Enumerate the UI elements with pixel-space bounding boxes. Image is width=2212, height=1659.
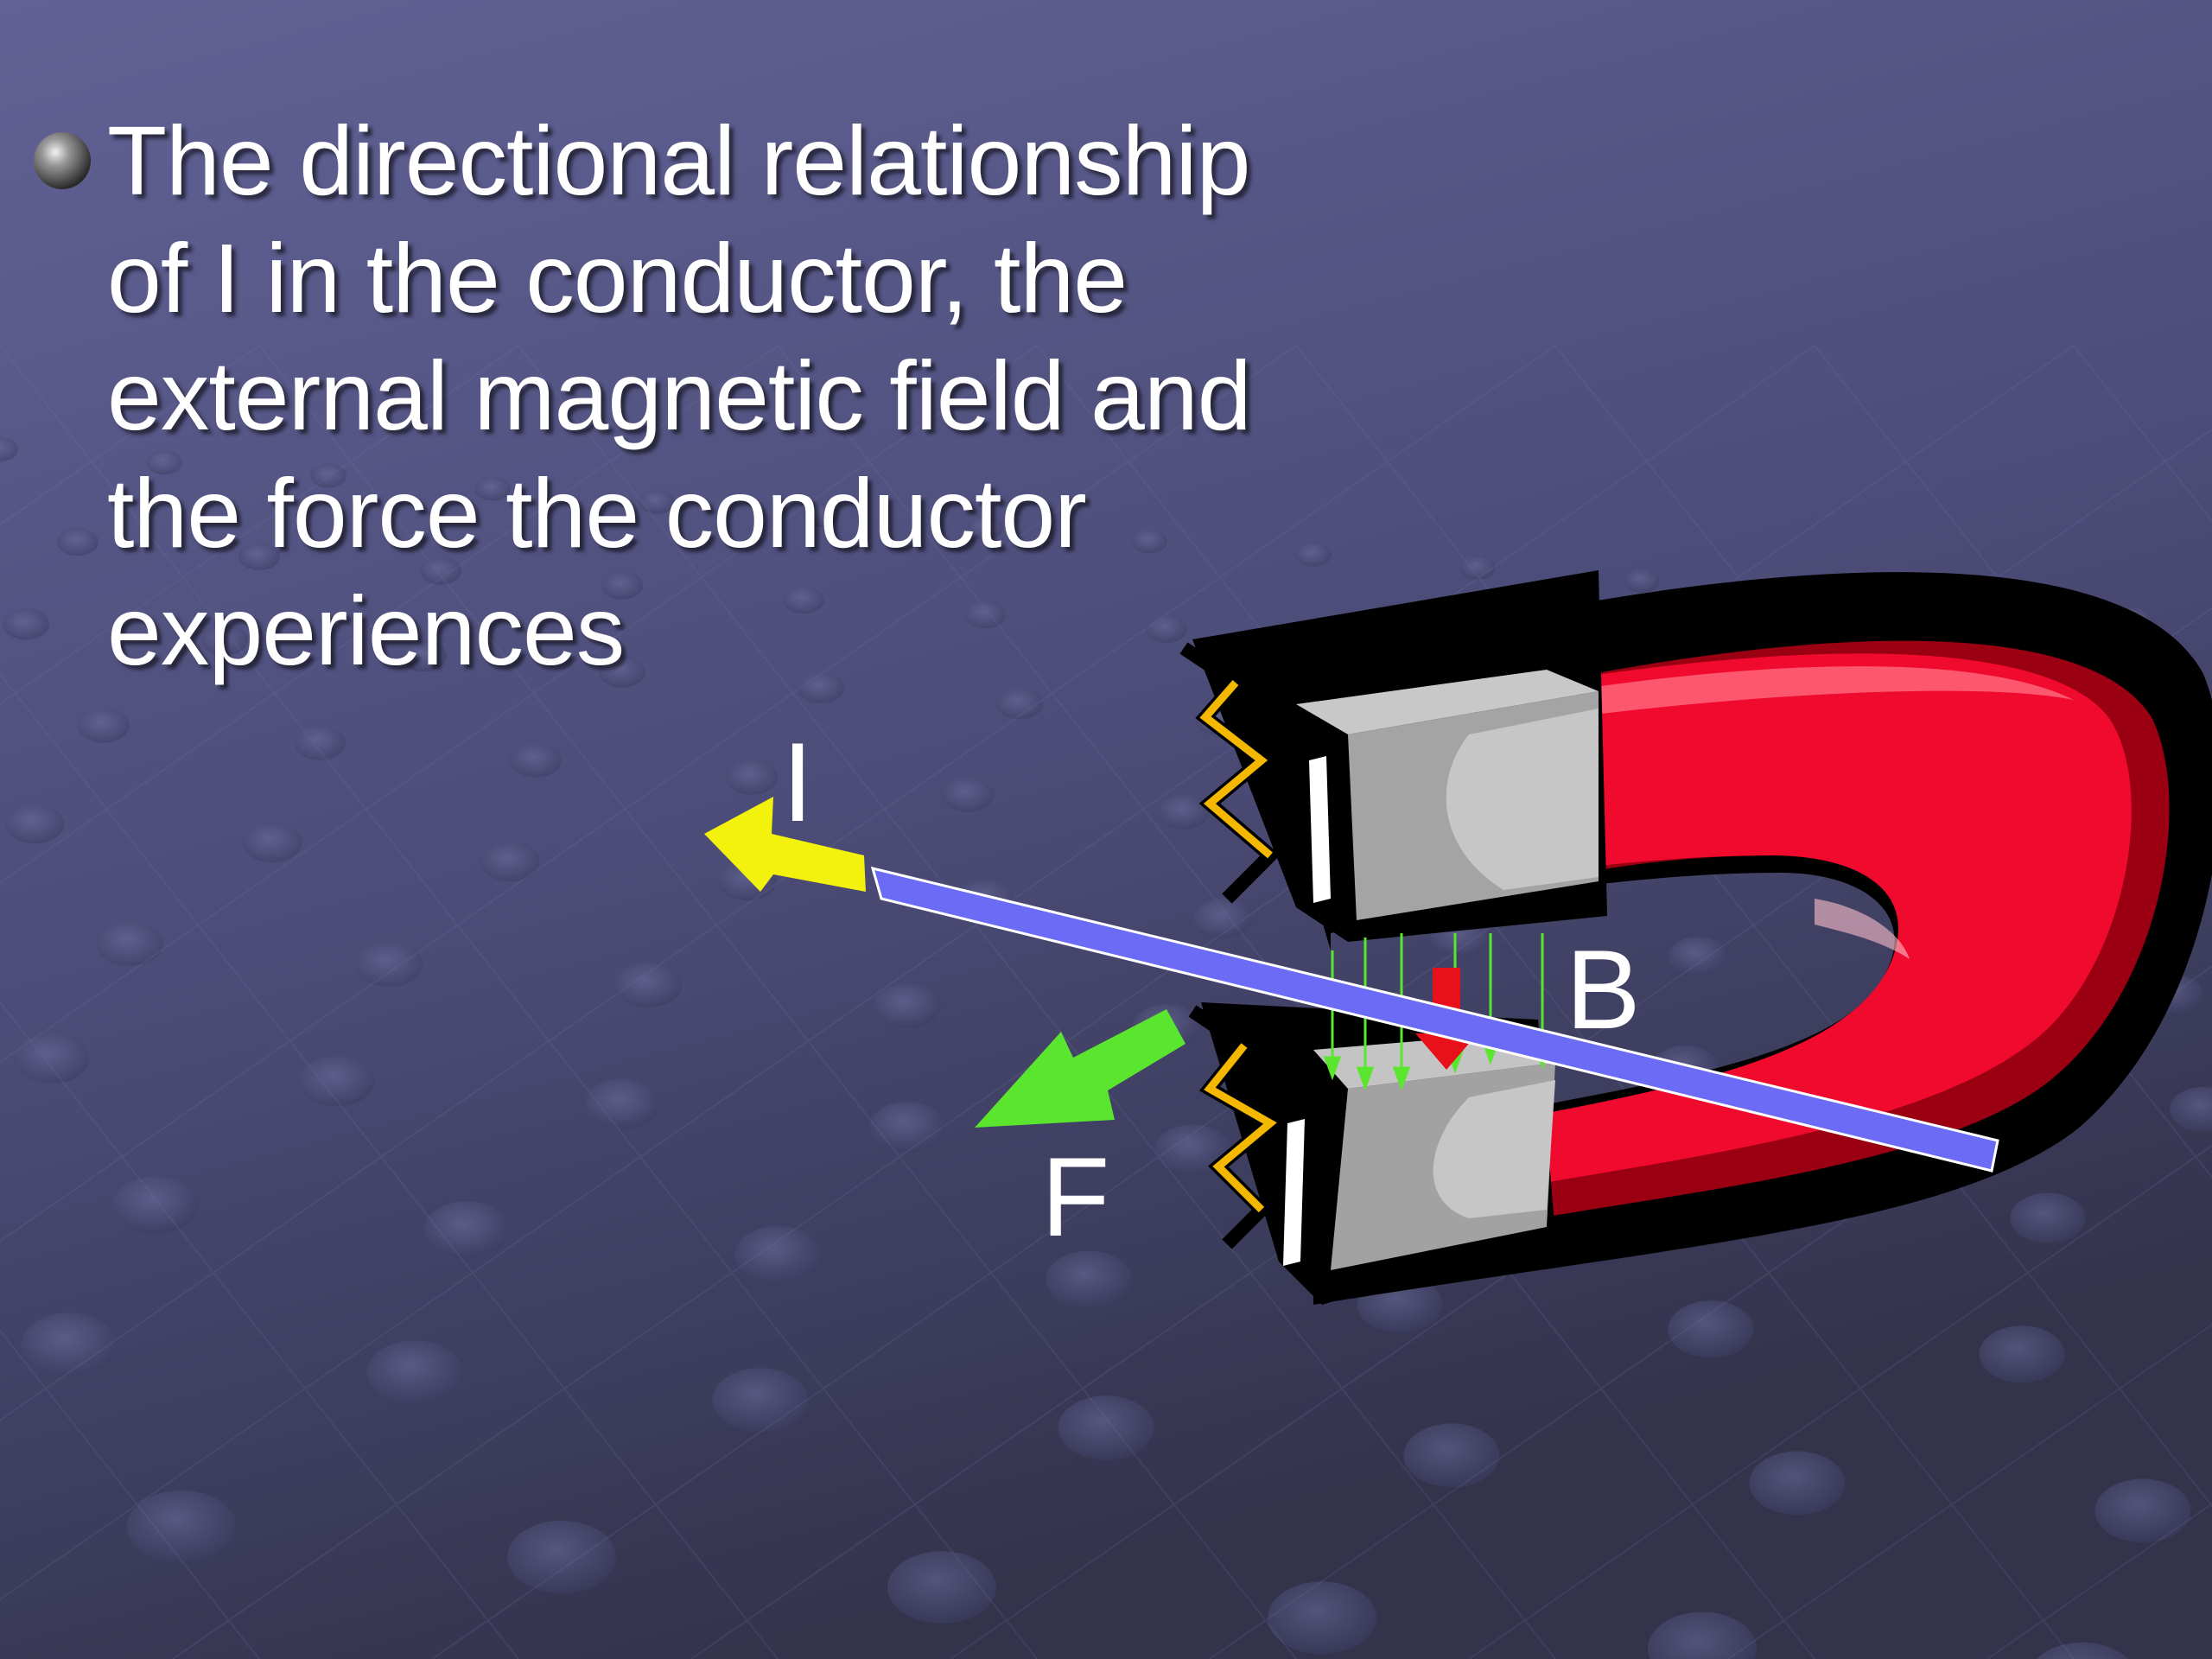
background-dot xyxy=(601,571,643,600)
background-dot xyxy=(734,1226,821,1283)
background-dot xyxy=(238,543,280,570)
background-dot xyxy=(1979,1325,2065,1383)
background-dot xyxy=(798,672,844,703)
background-dot xyxy=(712,1368,809,1433)
background-dot xyxy=(127,1490,236,1563)
background-dot xyxy=(1668,937,1728,977)
magnet-red-body xyxy=(1538,653,2132,1184)
background-dot xyxy=(400,640,447,672)
background-dot xyxy=(310,463,346,488)
bullet-item: The directional relationship of I in the… xyxy=(31,102,1327,690)
background-dot xyxy=(2094,1478,2191,1543)
background-dot xyxy=(2170,1087,2212,1132)
background-dot xyxy=(96,921,163,966)
spark-icon xyxy=(1179,642,1282,1249)
background-dot xyxy=(942,777,994,812)
field-label: B xyxy=(1566,926,1641,1052)
background-dot xyxy=(2037,1642,2128,1659)
background-dot xyxy=(423,1201,510,1259)
background-dot xyxy=(1749,1451,1846,1516)
bullet-text: The directional relationship of I in the… xyxy=(107,106,1252,685)
background-dot xyxy=(964,601,1006,629)
background-dot xyxy=(4,804,65,844)
force-direction-arrow xyxy=(975,1009,1185,1128)
background-dot xyxy=(1046,1250,1132,1308)
background-dot xyxy=(1624,569,1660,593)
background-dot xyxy=(967,516,1003,541)
background-dot xyxy=(510,742,562,778)
background-dot xyxy=(1268,1581,1376,1655)
background-dot xyxy=(1146,615,1187,643)
background-dot xyxy=(584,1078,660,1129)
background-dot xyxy=(480,842,540,882)
upper-pole xyxy=(1192,570,1607,942)
background-dot xyxy=(355,942,423,987)
current-direction-arrow xyxy=(704,797,866,892)
background-dot xyxy=(887,1551,996,1624)
background-dot xyxy=(1058,1395,1154,1460)
background-dot xyxy=(3,608,49,640)
background-dot xyxy=(639,489,675,514)
background-dot xyxy=(783,586,824,614)
background-dot xyxy=(242,823,302,863)
background-dot xyxy=(1648,1611,1757,1659)
background-dot xyxy=(112,1176,199,1234)
background-dot xyxy=(1192,899,1253,939)
current-label: I xyxy=(782,719,813,845)
background-dot xyxy=(420,556,461,585)
background-dot xyxy=(299,1056,375,1107)
background-dot xyxy=(201,624,248,656)
background-dot xyxy=(1668,1300,1754,1358)
lower-pole xyxy=(1201,1002,1555,1305)
background-dot xyxy=(14,1033,90,1084)
background-dot xyxy=(869,1102,945,1152)
background-dot xyxy=(146,450,182,475)
background-dot xyxy=(294,725,346,760)
background-dot xyxy=(507,1521,616,1593)
force-label: F xyxy=(1041,1134,1109,1260)
background-dot xyxy=(2010,1192,2086,1243)
horseshoe-magnet xyxy=(1179,570,2212,1305)
background-dot xyxy=(0,437,18,461)
background-dot xyxy=(599,656,645,688)
background-dot xyxy=(1158,794,1210,830)
background-dot xyxy=(1154,1124,1230,1175)
conductor-rod xyxy=(870,866,1999,1173)
background-dot xyxy=(474,476,511,501)
background-dot xyxy=(726,760,778,795)
sphere-bullet-icon xyxy=(34,132,91,189)
background-dot xyxy=(1295,542,1332,567)
background-dot xyxy=(803,503,839,527)
background-dot xyxy=(1131,529,1167,554)
background-dot xyxy=(614,963,682,1007)
background-dot xyxy=(21,1313,118,1377)
background-dot xyxy=(366,1340,463,1405)
background-dot xyxy=(57,528,99,556)
background-dot xyxy=(1403,1423,1500,1488)
background-dot xyxy=(1459,555,1496,580)
background-dot xyxy=(78,708,130,743)
background-dot xyxy=(996,688,1043,720)
background-dot xyxy=(874,983,941,1028)
